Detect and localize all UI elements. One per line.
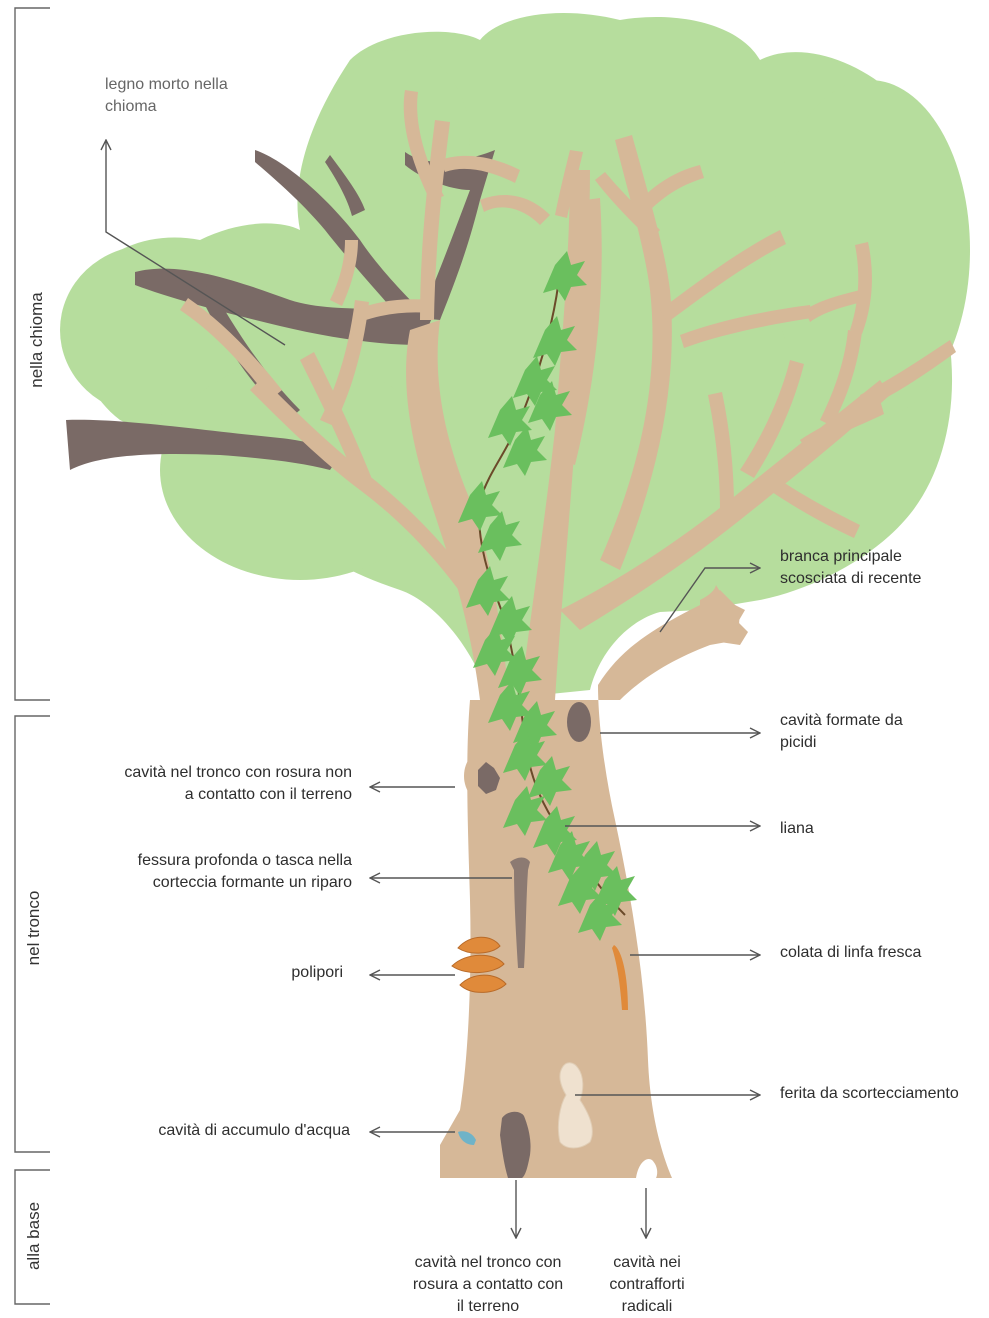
label-liana: liana <box>780 818 880 840</box>
section-label-crown: nella chioma <box>27 285 47 395</box>
section-brackets <box>15 8 50 1304</box>
label-dead-wood: legno morto nella chioma <box>105 74 305 118</box>
label-water-cavity: cavità di accumulo d'acqua <box>60 1120 350 1142</box>
label-sap-run: colata di linfa fresca <box>780 942 980 964</box>
label-bark-fissure: fessura profonda o tasca nella corteccia… <box>40 850 352 894</box>
label-polypores: polipori <box>200 962 343 984</box>
polypore-fungi <box>452 937 506 992</box>
label-trunk-cavity-ground-contact: cavità nel tronco con rosura a contatto … <box>390 1252 586 1318</box>
label-broken-branch: branca principale scosciata di recente <box>780 546 980 590</box>
section-label-base: alla base <box>24 1196 44 1276</box>
woodpecker-hole <box>567 702 591 742</box>
label-root-buttress-cavities: cavità nei contrafforti radicali <box>590 1252 704 1318</box>
label-bark-wound: ferita da scortecciamento <box>780 1083 989 1105</box>
label-trunk-cavity-no-contact: cavità nel tronco con rosura non a conta… <box>40 762 352 806</box>
label-woodpecker-cavities: cavità formate da picidi <box>780 710 980 754</box>
